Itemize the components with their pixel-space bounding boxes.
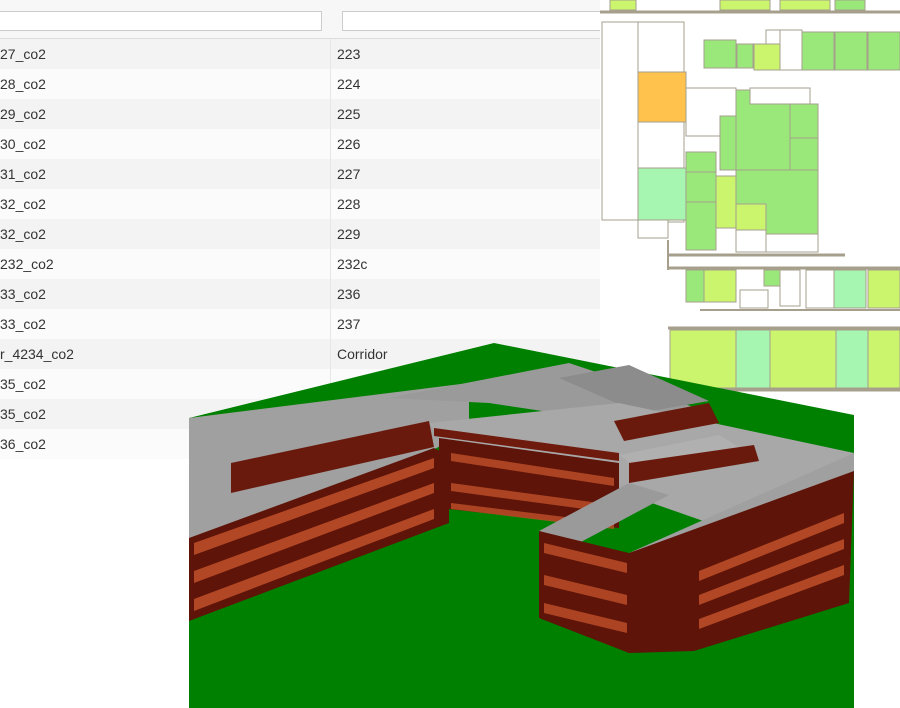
sensor-cell: 33_co2 xyxy=(0,309,331,339)
room xyxy=(763,269,781,287)
sensor-cell: r_4234_co2 xyxy=(0,339,331,369)
room xyxy=(609,0,637,11)
room-cell: 224 xyxy=(337,76,361,92)
room-cell: 227 xyxy=(337,166,361,182)
table-row[interactable]: 232_co2 232c xyxy=(0,249,682,279)
room xyxy=(789,103,819,139)
table-row[interactable]: 32_co2 229 xyxy=(0,219,682,249)
facade xyxy=(434,428,619,461)
sensor-cell: 31_co2 xyxy=(0,159,331,189)
roof xyxy=(559,365,709,413)
room xyxy=(719,115,737,171)
floorplan-map[interactable] xyxy=(600,0,900,392)
room-cell: 237 xyxy=(337,316,361,332)
room xyxy=(685,151,717,173)
room xyxy=(669,329,737,389)
room xyxy=(685,269,705,303)
room-cell: Corridor xyxy=(337,346,388,362)
room xyxy=(685,171,717,203)
room-selected xyxy=(637,71,687,123)
room xyxy=(867,329,900,389)
table-row[interactable]: 31_co2 227 xyxy=(0,159,682,189)
room xyxy=(834,31,868,71)
room xyxy=(834,0,866,11)
table-filter-row xyxy=(0,0,702,39)
room xyxy=(637,167,687,221)
room-cell: 225 xyxy=(337,106,361,122)
sensor-cell: 27_co2 xyxy=(0,39,331,69)
facade xyxy=(614,403,719,441)
room-cell: 223 xyxy=(337,46,361,62)
table-row[interactable]: 27_co2 223 xyxy=(0,39,682,69)
room-cell: 228 xyxy=(337,196,361,212)
room xyxy=(685,201,717,251)
room-cell: 236 xyxy=(337,286,361,302)
room xyxy=(719,0,771,11)
room-cell: 232c xyxy=(337,256,368,272)
room xyxy=(833,269,867,309)
room xyxy=(703,269,737,303)
table-row[interactable]: 33_co2 237 xyxy=(0,309,682,339)
sensor-cell: 232_co2 xyxy=(0,249,331,279)
room xyxy=(735,329,771,389)
room xyxy=(769,329,837,389)
table-row[interactable]: 32_co2 228 xyxy=(0,189,682,219)
room xyxy=(779,0,831,11)
facade xyxy=(231,421,434,493)
sensor-cell: 29_co2 xyxy=(0,99,331,129)
sensor-filter-input[interactable] xyxy=(0,11,322,31)
roof xyxy=(539,483,669,543)
sensor-cell: 28_co2 xyxy=(0,69,331,99)
room-cell: 229 xyxy=(337,226,361,242)
room xyxy=(715,175,737,229)
building-3d-view[interactable] xyxy=(189,343,854,708)
room xyxy=(753,43,781,71)
sensor-cell: 32_co2 xyxy=(0,189,331,219)
table-row[interactable]: 30_co2 226 xyxy=(0,129,682,159)
room xyxy=(867,31,900,71)
table-row[interactable]: 33_co2 236 xyxy=(0,279,682,309)
sensor-cell: 30_co2 xyxy=(0,129,331,159)
sensor-cell: 32_co2 xyxy=(0,219,331,249)
sensor-cell: 33_co2 xyxy=(0,279,331,309)
room xyxy=(703,39,737,69)
room-cell: 226 xyxy=(337,136,361,152)
room xyxy=(789,137,819,171)
room xyxy=(867,269,900,309)
room xyxy=(735,203,767,231)
room xyxy=(736,43,754,69)
facade xyxy=(629,445,759,483)
table-row[interactable]: 28_co2 224 xyxy=(0,69,682,99)
room xyxy=(801,31,835,71)
table-row[interactable]: 29_co2 225 xyxy=(0,99,682,129)
